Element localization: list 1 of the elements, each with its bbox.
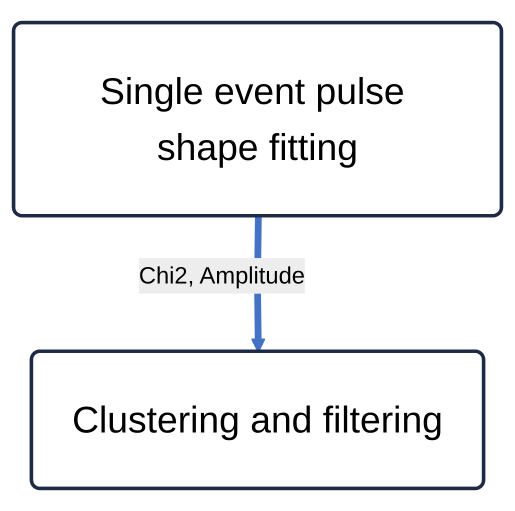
edge-label: Chi2, Amplitude [138, 261, 305, 289]
